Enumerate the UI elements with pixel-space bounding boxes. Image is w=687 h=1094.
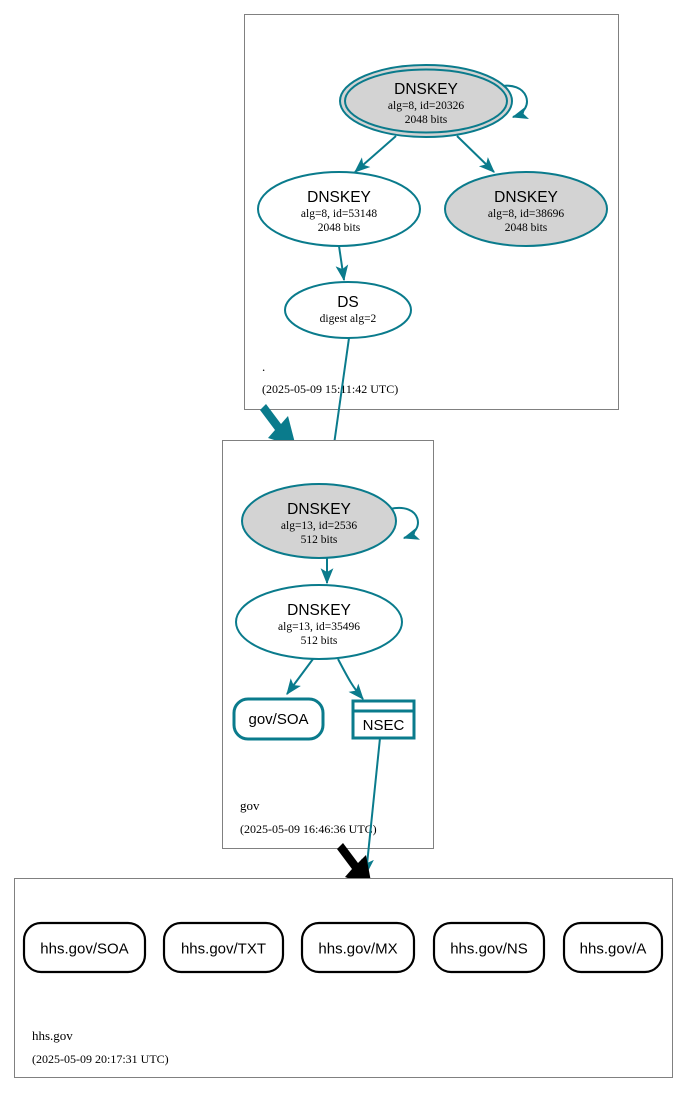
node-gov-nsec-shape <box>351 699 416 740</box>
edge-root-ksk-to-key38696 <box>456 135 495 173</box>
edge-gov-zsk-to-nsec <box>337 658 364 700</box>
node-root-dnskey-20326-line3: 2048 bits <box>405 114 448 126</box>
zone-hhsgov-name: hhs.gov <box>32 1028 73 1043</box>
node-hhs-a-shape <box>562 921 664 974</box>
zone-hhsgov-box <box>14 878 673 1078</box>
node-hhs-ns[interactable]: hhs.gov/NS <box>432 921 546 974</box>
zone-root: DNSKEY alg=8, id=20326 2048 bits DNSKEY … <box>244 14 619 410</box>
node-root-dnskey-38696-shape <box>444 171 608 247</box>
node-hhs-a-label: hhs.gov/A <box>580 941 647 958</box>
node-hhs-soa-shape <box>22 921 147 974</box>
node-gov-dnskey-2536-shape <box>241 483 397 559</box>
edge-root-ksk-to-zsk53148 <box>354 135 397 173</box>
edge-nsec-to-hhsgov <box>361 737 381 876</box>
node-root-dnskey-53148-line2: alg=8, id=53148 <box>301 208 377 220</box>
node-hhs-soa-label: hhs.gov/SOA <box>40 941 128 958</box>
node-gov-soa[interactable]: gov/SOA <box>232 697 325 741</box>
node-gov-dnskey-35496-line3: 512 bits <box>301 635 338 647</box>
zone-gov-name: gov <box>240 798 260 813</box>
node-hhs-txt-label: hhs.gov/TXT <box>181 941 266 958</box>
node-root-ds[interactable]: DS digest alg=2 <box>284 281 412 339</box>
node-gov-soa-label: gov/SOA <box>248 711 308 728</box>
node-root-dnskey-53148-line3: 2048 bits <box>318 222 361 234</box>
node-hhs-ns-shape <box>432 921 546 974</box>
edge-delegation-root-to-gov <box>260 404 296 447</box>
node-hhs-txt-shape <box>162 921 285 974</box>
zone-gov-timestamp: (2025-05-09 16:46:36 UTC) <box>240 822 377 836</box>
edge-root-ksk-self-loop <box>496 84 530 119</box>
edge-gov-ksk-self-loop <box>389 506 421 540</box>
zone-hhsgov-timestamp: (2025-05-09 20:17:31 UTC) <box>32 1052 169 1066</box>
zone-gov: DNSKEY alg=13, id=2536 512 bits DNSKEY a… <box>222 440 434 849</box>
node-root-dnskey-53148-title: DNSKEY <box>307 189 371 206</box>
node-gov-dnskey-2536-line3: 512 bits <box>301 534 338 546</box>
node-hhs-txt[interactable]: hhs.gov/TXT <box>162 921 285 974</box>
node-gov-dnskey-35496[interactable]: DNSKEY alg=13, id=35496 512 bits <box>235 584 403 660</box>
node-gov-dnskey-2536-title: DNSKEY <box>287 501 351 518</box>
node-root-dnskey-53148[interactable]: DNSKEY alg=8, id=53148 2048 bits <box>257 171 421 247</box>
zone-root-name: . <box>262 359 265 374</box>
node-gov-dnskey-35496-title: DNSKEY <box>287 602 351 619</box>
edge-root-zsk-to-ds <box>335 245 349 282</box>
node-root-dnskey-38696-line2: alg=8, id=38696 <box>488 208 564 220</box>
zone-hhsgov: hhs.gov/SOA hhs.gov/TXT hhs.gov/MX hhs.g… <box>14 878 673 1078</box>
node-root-ds-line2: digest alg=2 <box>320 313 377 325</box>
node-root-dnskey-38696-title: DNSKEY <box>494 189 558 206</box>
node-hhs-a[interactable]: hhs.gov/A <box>562 921 664 974</box>
node-root-dnskey-20326-inner <box>344 68 508 134</box>
node-root-dnskey-38696-line3: 2048 bits <box>505 222 548 234</box>
node-gov-soa-shape <box>232 697 325 741</box>
node-gov-dnskey-35496-shape <box>235 584 403 660</box>
node-hhs-ns-label: hhs.gov/NS <box>450 941 528 958</box>
node-root-dnskey-53148-shape <box>257 171 421 247</box>
edge-delegation-gov-to-hhsgov <box>337 843 372 887</box>
node-gov-nsec-label: NSEC <box>363 717 405 734</box>
node-root-dnskey-20326[interactable]: DNSKEY alg=8, id=20326 2048 bits <box>339 64 513 138</box>
node-gov-dnskey-35496-line2: alg=13, id=35496 <box>278 621 360 633</box>
node-gov-nsec[interactable]: NSEC <box>351 699 416 740</box>
edge-gov-zsk-to-soa <box>286 658 314 695</box>
node-root-dnskey-20326-line2: alg=8, id=20326 <box>388 100 464 112</box>
node-hhs-mx[interactable]: hhs.gov/MX <box>300 921 416 974</box>
node-gov-dnskey-2536[interactable]: DNSKEY alg=13, id=2536 512 bits <box>241 483 397 559</box>
node-hhs-soa[interactable]: hhs.gov/SOA <box>22 921 147 974</box>
node-root-ds-title: DS <box>337 294 359 311</box>
node-hhs-mx-label: hhs.gov/MX <box>318 941 397 958</box>
node-hhs-mx-shape <box>300 921 416 974</box>
node-root-dnskey-20326-title: DNSKEY <box>394 81 458 98</box>
node-root-dnskey-38696[interactable]: DNSKEY alg=8, id=38696 2048 bits <box>444 171 608 247</box>
node-gov-dnskey-2536-line2: alg=13, id=2536 <box>281 520 357 532</box>
zone-root-timestamp: (2025-05-09 15:11:42 UTC) <box>262 382 398 396</box>
